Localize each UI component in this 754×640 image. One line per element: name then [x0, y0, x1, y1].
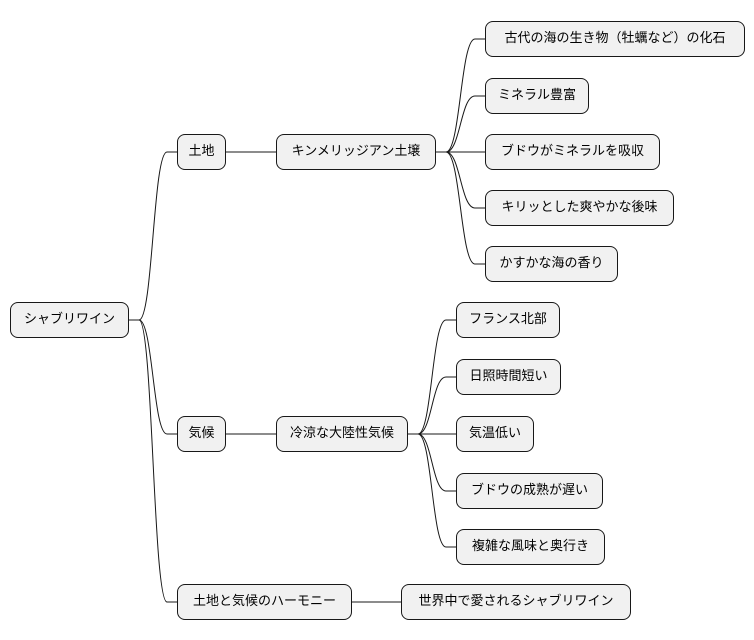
leaf-node[interactable]: 日照時間短い — [456, 359, 561, 395]
leaf-node[interactable]: フランス北部 — [456, 302, 560, 338]
leaf-node[interactable]: 気温低い — [456, 416, 534, 452]
leaf-node[interactable]: ブドウがミネラルを吸収 — [485, 134, 660, 170]
connector-line — [436, 151, 485, 209]
branch-node-soil[interactable]: 土地 — [177, 134, 226, 170]
connector-line — [408, 433, 456, 548]
connector-line — [129, 319, 177, 435]
leaf-node[interactable]: ブドウの成熟が遅い — [456, 473, 603, 509]
leaf-node[interactable]: 複雑な風味と奥行き — [456, 529, 605, 565]
connector-line — [408, 376, 456, 435]
branch-node-harmony[interactable]: 土地と気候のハーモニー — [177, 584, 352, 620]
root-node[interactable]: シャブリワイン — [10, 302, 129, 338]
connector-line — [436, 151, 485, 265]
connector-line — [408, 319, 456, 435]
sub-node-cool-continental-climate[interactable]: 冷涼な大陸性気候 — [276, 416, 408, 452]
leaf-node[interactable]: ミネラル豊富 — [485, 78, 589, 114]
branch-node-climate[interactable]: 気候 — [177, 416, 226, 452]
leaf-node[interactable]: キリッとした爽やかな後味 — [485, 190, 674, 226]
connector-line — [129, 151, 177, 321]
leaf-node[interactable]: かすかな海の香り — [485, 246, 618, 282]
connector-line — [408, 433, 456, 492]
connector-line — [129, 319, 177, 603]
sub-node-beloved-chablis[interactable]: 世界中で愛されるシャブリワイン — [401, 584, 631, 620]
sub-node-kimmeridgian-soil[interactable]: キンメリッジアン土壌 — [276, 134, 436, 170]
connector-line — [436, 95, 485, 153]
leaf-node[interactable]: 古代の海の生き物（牡蠣など）の化石 — [485, 21, 745, 57]
connector-line — [436, 38, 485, 153]
